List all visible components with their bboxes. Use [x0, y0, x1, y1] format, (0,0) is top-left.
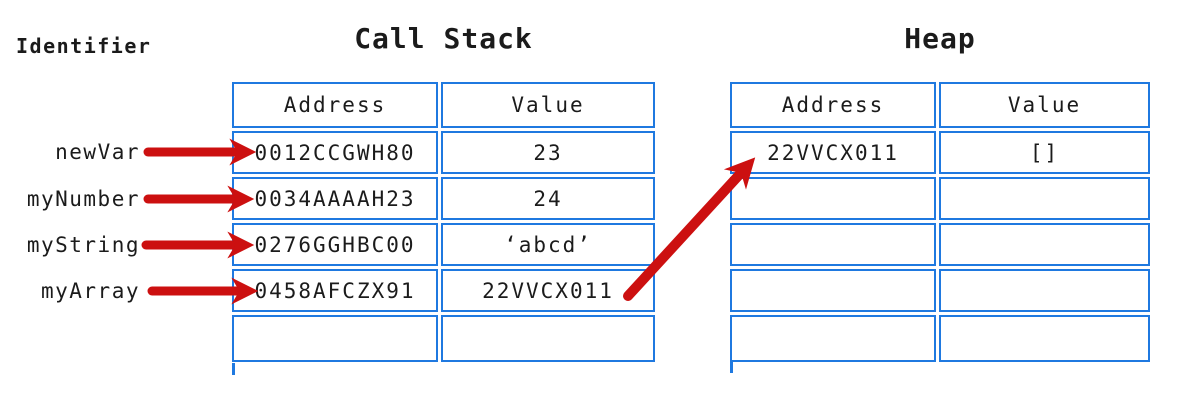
- call-stack-value-cell: 24: [441, 177, 655, 220]
- heap-value-cell: [939, 269, 1150, 312]
- heap-value-cell: [939, 315, 1150, 362]
- call-stack-title: Call Stack: [354, 22, 533, 55]
- call-stack-address-cell: 0034AAAAH23: [232, 177, 438, 220]
- call-stack-address-cell: [232, 315, 438, 362]
- table-row: 0276GGHBC00 ‘abcd’: [232, 223, 655, 266]
- call-stack-value-cell: ‘abcd’: [441, 223, 655, 266]
- identifier-myarray: myArray: [40, 279, 140, 303]
- table-row: [232, 315, 655, 362]
- heap-header-address: Address: [730, 82, 936, 128]
- heap-address-cell: [730, 223, 936, 266]
- table-row: 22VVCX011 []: [730, 131, 1150, 174]
- call-stack-border-tick: [232, 363, 235, 375]
- table-row: 0458AFCZX91 22VVCX011: [232, 269, 655, 312]
- call-stack-header-address: Address: [232, 82, 438, 128]
- heap-value-cell: [939, 223, 1150, 266]
- table-row: [730, 315, 1150, 362]
- call-stack-value-cell: 22VVCX011: [441, 269, 655, 312]
- heap-address-cell: [730, 177, 936, 220]
- heap-header-row: Address Value: [730, 82, 1150, 128]
- call-stack-table: Address Value 0012CCGWH80 23 0034AAAAH23…: [232, 82, 655, 365]
- call-stack-address-cell: 0276GGHBC00: [232, 223, 438, 266]
- table-row: 0034AAAAH23 24: [232, 177, 655, 220]
- call-stack-address-cell: 0458AFCZX91: [232, 269, 438, 312]
- heap-header-value: Value: [939, 82, 1150, 128]
- table-row: 0012CCGWH80 23: [232, 131, 655, 174]
- table-row: [730, 269, 1150, 312]
- heap-value-cell: [939, 177, 1150, 220]
- call-stack-header-value: Value: [441, 82, 655, 128]
- table-row: [730, 223, 1150, 266]
- heap-border-tick: [730, 361, 733, 373]
- identifier-mynumber: myNumber: [26, 187, 140, 211]
- call-stack-value-cell: 23: [441, 131, 655, 174]
- heap-address-cell: [730, 269, 936, 312]
- call-stack-header-row: Address Value: [232, 82, 655, 128]
- heap-table: Address Value 22VVCX011 []: [730, 82, 1150, 365]
- heap-value-cell: []: [939, 131, 1150, 174]
- call-stack-value-cell: [441, 315, 655, 362]
- call-stack-address-cell: 0012CCGWH80: [232, 131, 438, 174]
- identifier-column-title: Identifier: [16, 34, 152, 58]
- table-row: [730, 177, 1150, 220]
- heap-address-cell: [730, 315, 936, 362]
- heap-title: Heap: [904, 22, 976, 55]
- heap-address-cell: 22VVCX011: [730, 131, 936, 174]
- identifier-newvar: newVar: [55, 140, 140, 164]
- identifier-mystring: myString: [26, 233, 140, 257]
